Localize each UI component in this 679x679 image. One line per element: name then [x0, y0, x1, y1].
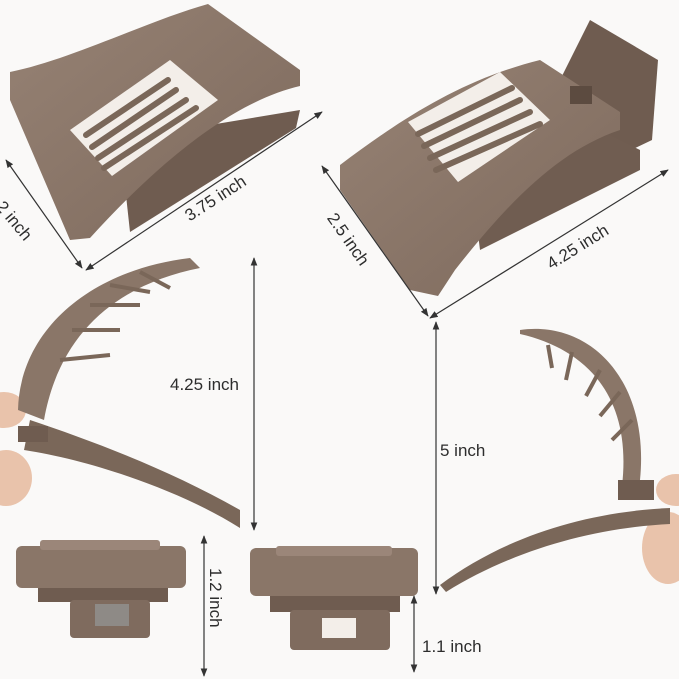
small-clip-top-view — [10, 4, 300, 240]
arrow-large-width — [321, 165, 429, 317]
large-clip-side-view — [250, 546, 418, 650]
arrow-small-length — [85, 111, 323, 271]
arrow-large-length — [429, 169, 669, 319]
large-clip-open-side-view — [440, 328, 679, 592]
label-small-clip-thickness: 1.2 inch — [206, 568, 225, 628]
small-clip-open-side-view — [0, 258, 240, 528]
dimension-arrows — [5, 111, 669, 677]
small-clip-side-view — [16, 540, 186, 638]
large-clip-top-view — [340, 20, 658, 296]
arrow-small-width — [5, 159, 83, 269]
label-large-clip-thickness: 1.1 inch — [422, 637, 482, 656]
label-small-clip-open-height: 4.25 inch — [170, 375, 239, 394]
label-large-clip-open-height: 5 inch — [440, 441, 486, 460]
